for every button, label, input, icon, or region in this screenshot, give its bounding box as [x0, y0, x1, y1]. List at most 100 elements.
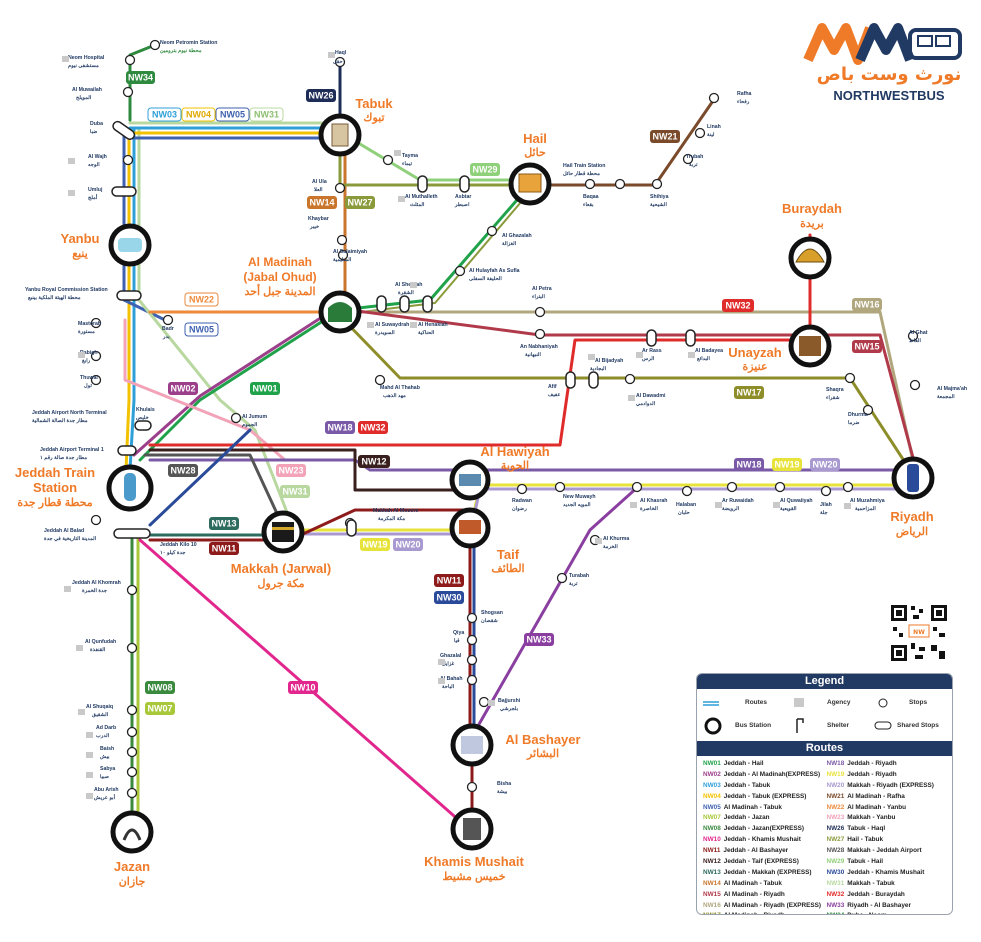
stop-dot — [478, 696, 490, 708]
legend-route-name: Jeddah - Taif (EXPRESS) — [723, 858, 799, 866]
shared-stop — [565, 371, 576, 389]
agency-icon — [367, 322, 374, 328]
shared-stop — [134, 420, 152, 431]
station-name-khamis: Khamis Mushait — [424, 854, 524, 869]
stop-dot — [907, 330, 919, 342]
tag-nw05b: NW05 — [184, 322, 219, 337]
legend-route-code: NW13 — [703, 868, 721, 876]
stop-label: Yanbu Royal Commission Station — [25, 287, 108, 293]
legend-route-code: NW27 — [826, 836, 845, 844]
stop-label: مطار جدة الصالة الشمالية — [32, 418, 88, 424]
shared-stop — [346, 519, 357, 537]
stop-label: Ar Rass — [642, 348, 662, 354]
svg-text:NW11: NW11 — [212, 544, 237, 554]
station-name-bashayer: Al Bashayer — [505, 732, 580, 747]
stop-label: الحليفة السفلى — [469, 276, 502, 282]
legend-route-name: Jeddah - Riyadh — [847, 770, 897, 778]
agency-icon — [68, 190, 75, 196]
route-nw29 — [343, 133, 532, 182]
legend-route-name: Jeddah - Tabuk (EXPRESS) — [723, 792, 807, 800]
route-nw02 — [132, 306, 338, 457]
station-madinah — [318, 290, 362, 334]
station-ar-makkah: مكة جرول — [257, 578, 304, 590]
agency-icon — [628, 395, 635, 401]
stop-dot — [708, 92, 720, 104]
route-nw27 — [338, 138, 532, 187]
svg-text:NW23: NW23 — [278, 466, 303, 476]
legend-route-name: Al Madinah - Tabuk — [723, 879, 782, 887]
svg-text:NW22: NW22 — [189, 295, 214, 305]
svg-text:NW28: NW28 — [170, 466, 195, 476]
brand-name: NORTHWESTBUS — [833, 88, 945, 103]
stop-dot — [554, 481, 566, 493]
shared-stops — [111, 120, 696, 539]
stop-label: جدة كيلو ١٠ — [160, 550, 186, 556]
legend-route-name: Makkah - Riyadh (EXPRESS) — [847, 781, 934, 789]
legend-route-name: Jeddah - Al Madinah(EXPRESS) — [723, 770, 821, 778]
stop-label: مطار جدة صالة رقم ١ — [40, 455, 87, 461]
stop-dot — [466, 781, 478, 793]
stop-label: الباحة — [442, 684, 455, 690]
station-tabuk — [318, 113, 362, 157]
stop-label: بلجرشي — [500, 706, 519, 712]
stop-label: Al Suwaydrah — [375, 322, 409, 328]
stop-label: Al Majma'ah — [937, 386, 967, 392]
tag-nw32b: NW32 — [358, 421, 388, 434]
stop-label: الدوادمي — [636, 401, 656, 407]
station-makkah — [261, 510, 305, 554]
stop-label: ضبا — [90, 129, 98, 135]
shared-stop — [376, 295, 387, 313]
agency-icon — [488, 700, 495, 706]
stop-label: Halaban — [676, 502, 696, 508]
station-ar-hail: حائل — [524, 147, 546, 159]
stop-label: بيشة — [497, 789, 508, 795]
station-name-taif: Taif — [497, 547, 520, 562]
legend-route-code: NW31 — [826, 879, 845, 887]
stop-label: بدر — [162, 334, 170, 340]
stop-label: Sabya — [100, 766, 115, 772]
stop-dot — [334, 56, 346, 68]
legend-route-name: Jeddah - Riyadh — [847, 760, 897, 767]
tag-nw18b: NW18 — [734, 458, 764, 471]
tag-nw30: NW30 — [434, 591, 464, 604]
svg-text:NW15: NW15 — [854, 342, 879, 352]
station-taif — [449, 507, 491, 549]
legend-route-code: NW12 — [703, 858, 721, 866]
svg-text:NW31: NW31 — [254, 110, 279, 120]
stop-label: رفحاء — [737, 99, 750, 105]
qr-code[interactable]: NW — [889, 603, 949, 663]
tag-nw18: NW18 — [325, 421, 355, 434]
stop-label: المثلث — [410, 202, 425, 208]
legend-route-code: NW08 — [703, 825, 721, 833]
stop-label: محطة الهيئة الملكية بينبع — [28, 295, 81, 301]
svg-text:NW27: NW27 — [347, 198, 372, 208]
stop-label: Al Ula — [312, 179, 327, 185]
stop-label: الرويضة — [722, 506, 740, 512]
stop-dot — [126, 787, 138, 799]
stop-label: البتراء — [532, 294, 545, 300]
brand-logo-mark — [803, 23, 962, 65]
station-name-madinah-1: Al Madinah — [248, 255, 312, 269]
station-ar-madinah: المدينة جبل أحد — [244, 284, 315, 298]
tag-nw11: NW11 — [209, 542, 239, 555]
legend-route-code: NW11 — [703, 847, 721, 855]
stop-label: Radwan — [512, 498, 532, 504]
legend-route-item: NW34Duba - Neom — [827, 912, 947, 914]
station-yanbu — [108, 223, 152, 267]
agency-icons — [62, 52, 851, 799]
station-hail — [508, 162, 552, 206]
stop-label: Neom Petromin Station — [160, 40, 217, 46]
stop-label: أبو عريش — [94, 793, 116, 801]
stop-label: غزايل — [442, 661, 455, 667]
station-jazan — [110, 810, 154, 854]
tag-nw02: NW02 — [168, 382, 198, 395]
stop-label: السويدرة — [375, 330, 395, 336]
stop-dot — [844, 372, 856, 384]
legend-route-name: Jeddah - Buraydah — [847, 890, 905, 898]
